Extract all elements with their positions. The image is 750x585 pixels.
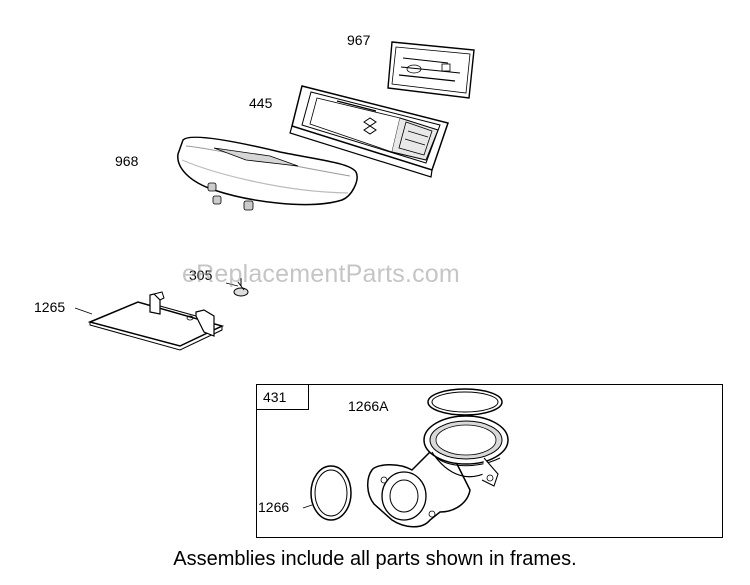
part-intake-elbow — [367, 415, 509, 528]
callout-967: 967 — [347, 32, 371, 48]
assembly-frame-label: 431 — [263, 389, 287, 405]
callout-968: 968 — [115, 153, 139, 169]
callout-1266: 1266 — [258, 499, 290, 515]
footer-note: Assemblies include all parts shown in fr… — [173, 548, 577, 570]
callout-445: 445 — [249, 95, 273, 111]
callout-1265: 1265 — [34, 299, 66, 315]
part-1266-oring — [302, 465, 352, 521]
part-1266a-gasket — [427, 388, 503, 416]
part-445-panel — [289, 85, 449, 178]
watermark: eReplacementParts.com — [182, 260, 460, 288]
part-967-decal — [387, 41, 475, 99]
assembly-frame-tab — [256, 384, 309, 410]
part-968-cover — [177, 136, 358, 211]
callout-305: 305 — [189, 267, 213, 283]
callout-1266a: 1266A — [348, 398, 389, 414]
assembly-frame — [256, 384, 723, 538]
part-1265-bracket — [74, 291, 225, 351]
part-305-screw — [225, 278, 249, 297]
